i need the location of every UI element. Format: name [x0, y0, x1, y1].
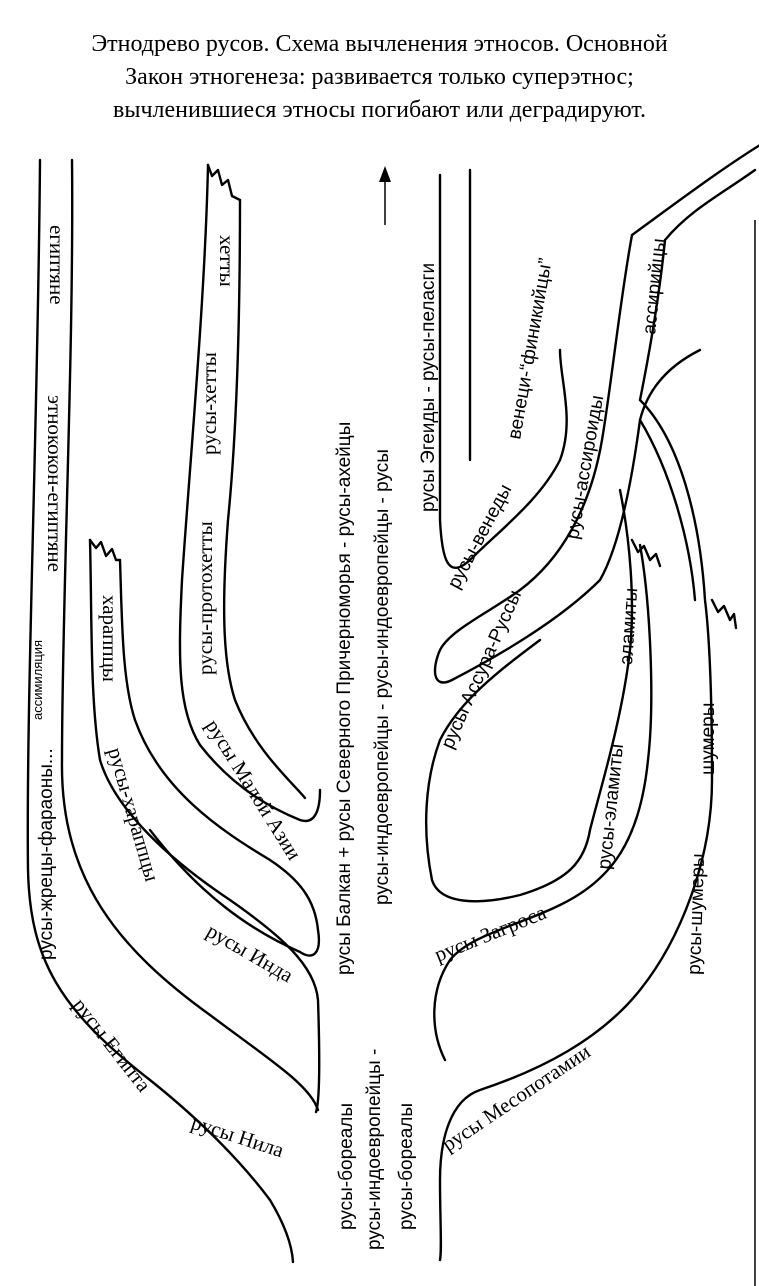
- asia-minor-branch-outer: [178, 163, 322, 823]
- label-rusy-borealy-2: русы-бореалы: [396, 1103, 417, 1230]
- asia-minor-branch-inner: [222, 198, 307, 800]
- asia-minor-branch-tip: [206, 163, 242, 202]
- label-rusy-egipta: русы Египта: [68, 993, 156, 1097]
- label-etnokokon: этнококон-египтяне: [43, 395, 67, 572]
- label-rusy-inda: русы Инда: [203, 919, 299, 988]
- label-pelasgi: русы Эгеиды - русы-пеласги: [418, 263, 439, 512]
- label-rusy-khetty: русы-хетты: [197, 352, 221, 455]
- label-egyptiane: египтяне: [45, 225, 69, 305]
- title-line-1: Этнодрево русов. Схема вычленения этносо…: [91, 31, 668, 57]
- sumer-branch-outer: [438, 398, 714, 1262]
- egypt-branch-outer: [26, 158, 295, 1264]
- title-line-2: Закон этногенеза: развивается только суп…: [125, 64, 634, 90]
- label-assimilyatsiya: ассимиляция: [30, 640, 45, 720]
- label-rusy-mesopotamii: русы Месопотамии: [437, 1039, 594, 1156]
- elam-branch-tip: [630, 538, 662, 568]
- label-rusy-borealy-1: русы-бореалы: [336, 1103, 357, 1230]
- elam-branch-inner: [433, 543, 653, 1062]
- aegean-branch-outer: [438, 173, 568, 569]
- label-kharappy: хараппцы: [98, 595, 122, 682]
- label-shumery: шумеры: [698, 703, 719, 775]
- label-rusy-venedy: русы-венеды: [444, 481, 517, 592]
- sumer-branch-inner: [638, 418, 697, 602]
- indus-branch-tip: [88, 538, 122, 562]
- title-line-3: вычленившиеся этносы погибают или деград…: [112, 97, 646, 123]
- label-center-top: русы Балкан + русы Северного Причерномор…: [334, 422, 355, 975]
- label-rusy-assura: русы Ассура-Руссы: [437, 587, 526, 752]
- label-rusy-zhretsy: русы-жрецы-фараоны...: [36, 748, 57, 960]
- label-rusy-kharappy: русы-хараппцы: [103, 745, 164, 884]
- egypt-branch-inner: [60, 158, 320, 1112]
- label-rusy-shumery: русы-шумеры: [684, 853, 709, 975]
- assyria-branch-outer: [433, 144, 759, 684]
- zagros-branch-outer: [424, 488, 634, 903]
- label-center-low: русы-индоевропейцы -: [364, 1049, 385, 1250]
- indus-branch-inner: [118, 558, 321, 957]
- label-veneti-finikiytsy: венеци-“финикийцы”: [504, 257, 557, 441]
- indus-branch-outer: [88, 538, 321, 1114]
- label-rusy-elamity: русы-эламиты: [594, 743, 628, 871]
- sumer-branch-tip: [710, 598, 738, 630]
- label-elamity: эламиты: [616, 587, 642, 665]
- label-rusy-protokhetty: русы-протохетты: [193, 521, 217, 675]
- label-center-mid: русы-индоевропейцы - русы-индоевропейцы …: [372, 449, 393, 905]
- label-rusy-zagrosa: русы Загроса: [431, 900, 550, 967]
- label-rusy-nila: русы Нила: [188, 1110, 287, 1163]
- diagram-title: Этнодрево русов. Схема вычленения этносо…: [0, 28, 759, 127]
- label-rusy-assiroidy: русы-ассироиды: [562, 394, 608, 541]
- center-arrow-head-icon: [379, 166, 391, 182]
- label-khetty: хетты: [215, 235, 239, 287]
- assyria-branch-inner: [638, 168, 757, 402]
- label-assiriytsy: ассирийцы: [639, 237, 670, 335]
